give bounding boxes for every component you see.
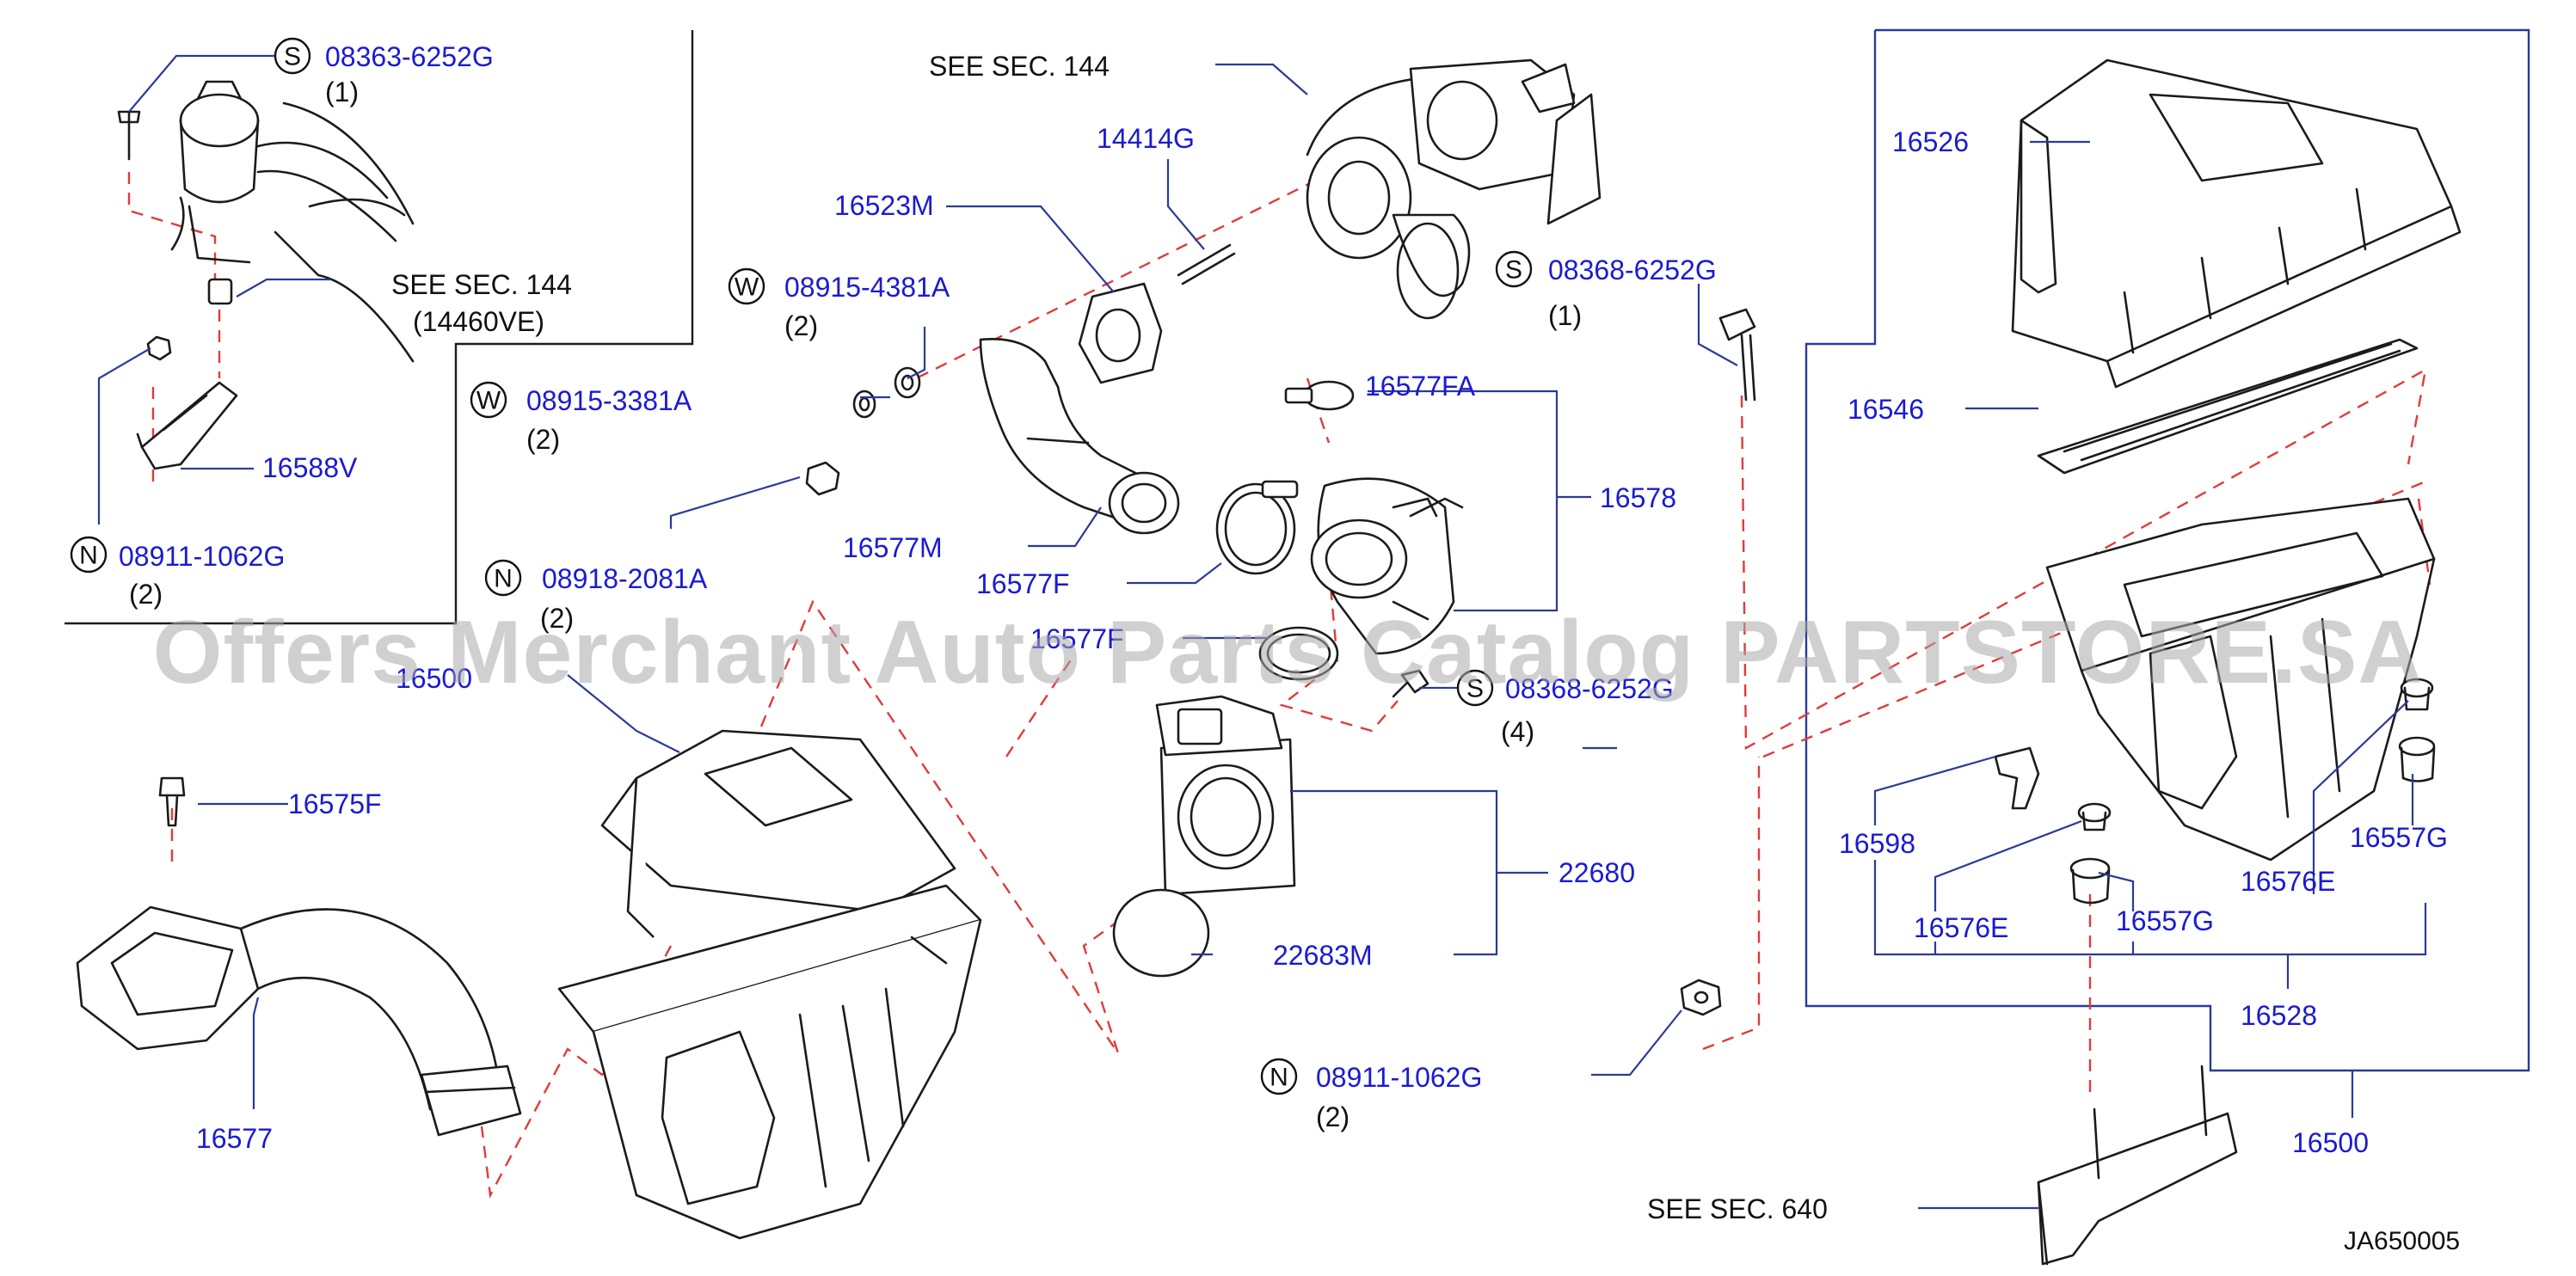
- qty-08363-6252g: (1): [325, 77, 359, 107]
- prefix-circle: [1456, 669, 1494, 707]
- maf-sensor-22680-part: [1155, 695, 1296, 896]
- qty-08918-2081a: (2): [540, 603, 574, 634]
- bracket-16588v-part: [136, 335, 238, 470]
- bolt-08368-large-part: [1718, 308, 1756, 402]
- label-08918-2081a[interactable]: 08918-2081A: [542, 563, 708, 594]
- label-16546[interactable]: 16546: [1847, 394, 1924, 425]
- nut-08911-lower-part: [1680, 978, 1722, 1016]
- section-frame: [65, 28, 2530, 1072]
- clip-16598-part: [1994, 746, 2040, 810]
- label-16588v[interactable]: 16588V: [262, 452, 358, 483]
- prefix-letter: S: [1466, 675, 1484, 703]
- label-08915-4381a[interactable]: 08915-4381A: [784, 272, 950, 303]
- duct-16577-part: [76, 905, 522, 1137]
- label-16577m[interactable]: 16577M: [843, 532, 943, 563]
- see-sec-144-top: SEE SEC. 144: [929, 51, 1110, 82]
- label-16577[interactable]: 16577: [196, 1123, 273, 1154]
- prefix-circle: [1495, 250, 1533, 288]
- label-22683m[interactable]: 22683M: [1273, 940, 1373, 971]
- prefix-letter: S: [1505, 256, 1522, 285]
- qty-08911-1062g-lower: (2): [1316, 1101, 1349, 1132]
- bracket-sec-640-part: [2037, 1064, 2238, 1266]
- label-14414g[interactable]: 14414G: [1097, 123, 1195, 154]
- seal-22683m-part: [1112, 888, 1210, 978]
- prefix-circle: [1260, 1058, 1298, 1095]
- grommet-16576e-part: [2077, 802, 2112, 831]
- duct-16578-part: [1310, 477, 1464, 655]
- label-16576e[interactable]: 16576E: [1914, 912, 2008, 943]
- clamp-16577f-lower-part: [1258, 626, 1339, 681]
- clamp-16577fa-part: [1284, 380, 1355, 411]
- label-16578[interactable]: 16578: [1600, 482, 1676, 513]
- label-08911-1062g-lower[interactable]: 08911-1062G: [1316, 1062, 1482, 1093]
- label-16577fa[interactable]: 16577FA: [1365, 371, 1476, 402]
- label-16523m[interactable]: 16523M: [834, 190, 934, 221]
- label-08915-3381a[interactable]: 08915-3381A: [526, 385, 692, 416]
- washers-nut-part: [805, 366, 921, 496]
- prefix-circle: [728, 267, 765, 305]
- label-08368-6252g-top[interactable]: 08368-6252G: [1548, 255, 1717, 285]
- qty-08911-1062g: (2): [129, 579, 163, 610]
- qty-08915-3381a: (2): [526, 424, 560, 455]
- label-08368-6252g-lower[interactable]: 08368-6252G: [1505, 673, 1674, 704]
- part-labels: 08363-6252G (1) SEE SEC. 144 (14460VE) 1…: [119, 41, 2460, 1255]
- label-16577f-lower[interactable]: 16577F: [1030, 623, 1124, 654]
- callout-leaders: [97, 54, 2427, 1210]
- label-16500-right[interactable]: 16500: [2292, 1127, 2369, 1158]
- qty-08915-4381a: (2): [784, 310, 818, 341]
- clip-16575f-part: [158, 776, 186, 827]
- bolt-08368-small-part: [1392, 669, 1429, 698]
- air-cleaner-assembly-part: [557, 729, 982, 1240]
- vacuum-valve-part: [117, 80, 415, 363]
- label-16598[interactable]: 16598: [1839, 828, 1915, 859]
- prefix-letter: N: [494, 565, 513, 593]
- label-16577f[interactable]: 16577F: [976, 568, 1070, 599]
- label-16575f[interactable]: 16575F: [288, 788, 382, 819]
- clamp-16577f-part: [1215, 480, 1299, 575]
- see-sec-144-left: SEE SEC. 144: [391, 269, 572, 300]
- label-16557g-right[interactable]: 16557G: [2350, 822, 2448, 853]
- see-sec-144-left-sub: (14460VE): [413, 306, 544, 337]
- label-16576e-right[interactable]: 16576E: [2241, 866, 2335, 897]
- label-08911-1062g[interactable]: 08911-1062G: [119, 541, 285, 572]
- label-22680[interactable]: 22680: [1559, 857, 1635, 888]
- part-drawings: [76, 58, 2462, 1266]
- prefix-circle: [70, 536, 108, 574]
- label-08363-6252g[interactable]: 08363-6252G: [325, 41, 494, 72]
- prefix-symbols: S N W W N S S N: [70, 37, 1533, 1095]
- prefix-circle: [274, 37, 311, 75]
- housing-16528-part: [2045, 497, 2436, 862]
- label-16500-left[interactable]: 16500: [396, 663, 472, 694]
- duct-16577m-part: [979, 338, 1180, 535]
- qty-08368-6252g-top: (1): [1548, 300, 1582, 331]
- turbocharger-part: [1306, 58, 1602, 320]
- label-16526[interactable]: 16526: [1892, 126, 1969, 157]
- stud-14414g-part: [1177, 243, 1236, 285]
- prefix-letter: W: [476, 387, 501, 415]
- prefix-letter: N: [1270, 1064, 1288, 1092]
- prefix-letter: S: [284, 43, 301, 71]
- prefix-circle: [484, 559, 522, 597]
- cover-16526-part: [2011, 58, 2462, 389]
- filter-16546-part: [2037, 338, 2419, 475]
- diagram-code: JA650005: [2344, 1227, 2460, 1255]
- grommet-16576e-right-part: [2400, 678, 2434, 711]
- label-16557g[interactable]: 16557G: [2116, 905, 2214, 936]
- label-16528[interactable]: 16528: [2241, 1000, 2317, 1031]
- grommet-16557g-right-part: [2398, 736, 2436, 782]
- qty-08368-6252g-lower: (4): [1501, 716, 1534, 747]
- gasket-16523m-part: [1078, 282, 1163, 384]
- prefix-letter: N: [79, 542, 98, 570]
- see-sec-640: SEE SEC. 640: [1647, 1193, 1828, 1224]
- prefix-letter: W: [735, 273, 759, 302]
- prefix-circle: [470, 381, 507, 419]
